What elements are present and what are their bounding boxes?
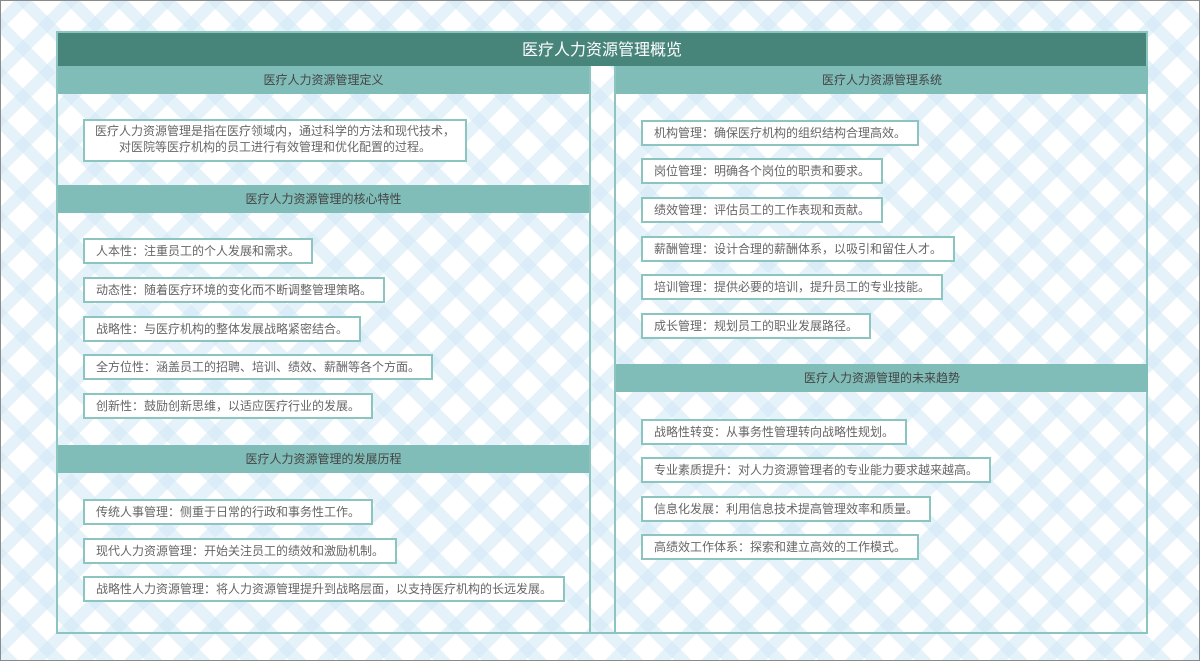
column-gap (591, 66, 614, 632)
future-item: 战略性转变：从事务性管理转向战略性规划。 (641, 419, 908, 445)
definition-line: 医疗人力资源管理是指在医疗领域内，通过科学的方法和现代技术， (95, 124, 456, 138)
core-item: 战略性：与医疗机构的整体发展战略紧密结合。 (83, 316, 362, 342)
system-item: 机构管理：确保医疗机构的组织结构合理高效。 (641, 120, 920, 146)
system-item: 绩效管理：评估员工的工作表现和贡献。 (641, 197, 884, 223)
definition-line: 对医院等医疗机构的员工进行有效管理和优化配置的过程。 (118, 140, 431, 154)
system-item: 培训管理：提供必要的培训，提升员工的专业技能。 (641, 274, 944, 300)
section-header-future: 医疗人力资源管理的未来趋势 (616, 364, 1148, 392)
section-header-core: 医疗人力资源管理的核心特性 (58, 185, 589, 213)
definition-box: 医疗人力资源管理是指在医疗领域内，通过科学的方法和现代技术， 对医院等医疗机构的… (83, 119, 467, 162)
core-item: 创新性：鼓励创新思维，以适应医疗行业的发展。 (83, 393, 374, 419)
future-item: 高绩效工作体系：探索和建立高效的工作模式。 (641, 534, 920, 560)
core-item: 动态性：随着医疗环境的变化而不断调整管理策略。 (83, 277, 386, 303)
history-item: 传统人事管理：侧重于日常的行政和事务性工作。 (83, 499, 374, 525)
future-item: 信息化发展：利用信息技术提高管理效率和质量。 (641, 496, 932, 522)
section-header-history: 医疗人力资源管理的发展历程 (58, 445, 589, 473)
section-header-definition: 医疗人力资源管理定义 (58, 66, 589, 94)
history-item: 战略性人力资源管理：将人力资源管理提升到战略层面，以支持医疗机构的长远发展。 (83, 576, 566, 602)
left-column: 医疗人力资源管理定义 医疗人力资源管理是指在医疗领域内，通过科学的方法和现代技术… (58, 66, 591, 632)
diagram-title: 医疗人力资源管理概览 (58, 33, 1146, 66)
right-column: 医疗人力资源管理系统 机构管理：确保医疗机构的组织结构合理高效。 岗位管理：明确… (614, 66, 1148, 632)
system-item: 薪酬管理：设计合理的薪酬体系，以吸引和留住人才。 (641, 236, 956, 262)
future-item: 专业素质提升：对人力资源管理者的专业能力要求越来越高。 (641, 457, 992, 483)
core-item: 全方位性：涵盖员工的招聘、培训、绩效、薪酬等各个方面。 (83, 354, 434, 380)
section-header-system: 医疗人力资源管理系统 (616, 66, 1148, 94)
overview-frame: 医疗人力资源管理概览 医疗人力资源管理定义 医疗人力资源管理是指在医疗领域内，通… (56, 31, 1148, 634)
system-item: 成长管理：规划员工的职业发展路径。 (641, 313, 872, 339)
core-item: 人本性：注重员工的个人发展和需求。 (83, 238, 314, 264)
system-item: 岗位管理：明确各个岗位的职责和要求。 (641, 158, 884, 184)
history-item: 现代人力资源管理：开始关注员工的绩效和激励机制。 (83, 538, 398, 564)
